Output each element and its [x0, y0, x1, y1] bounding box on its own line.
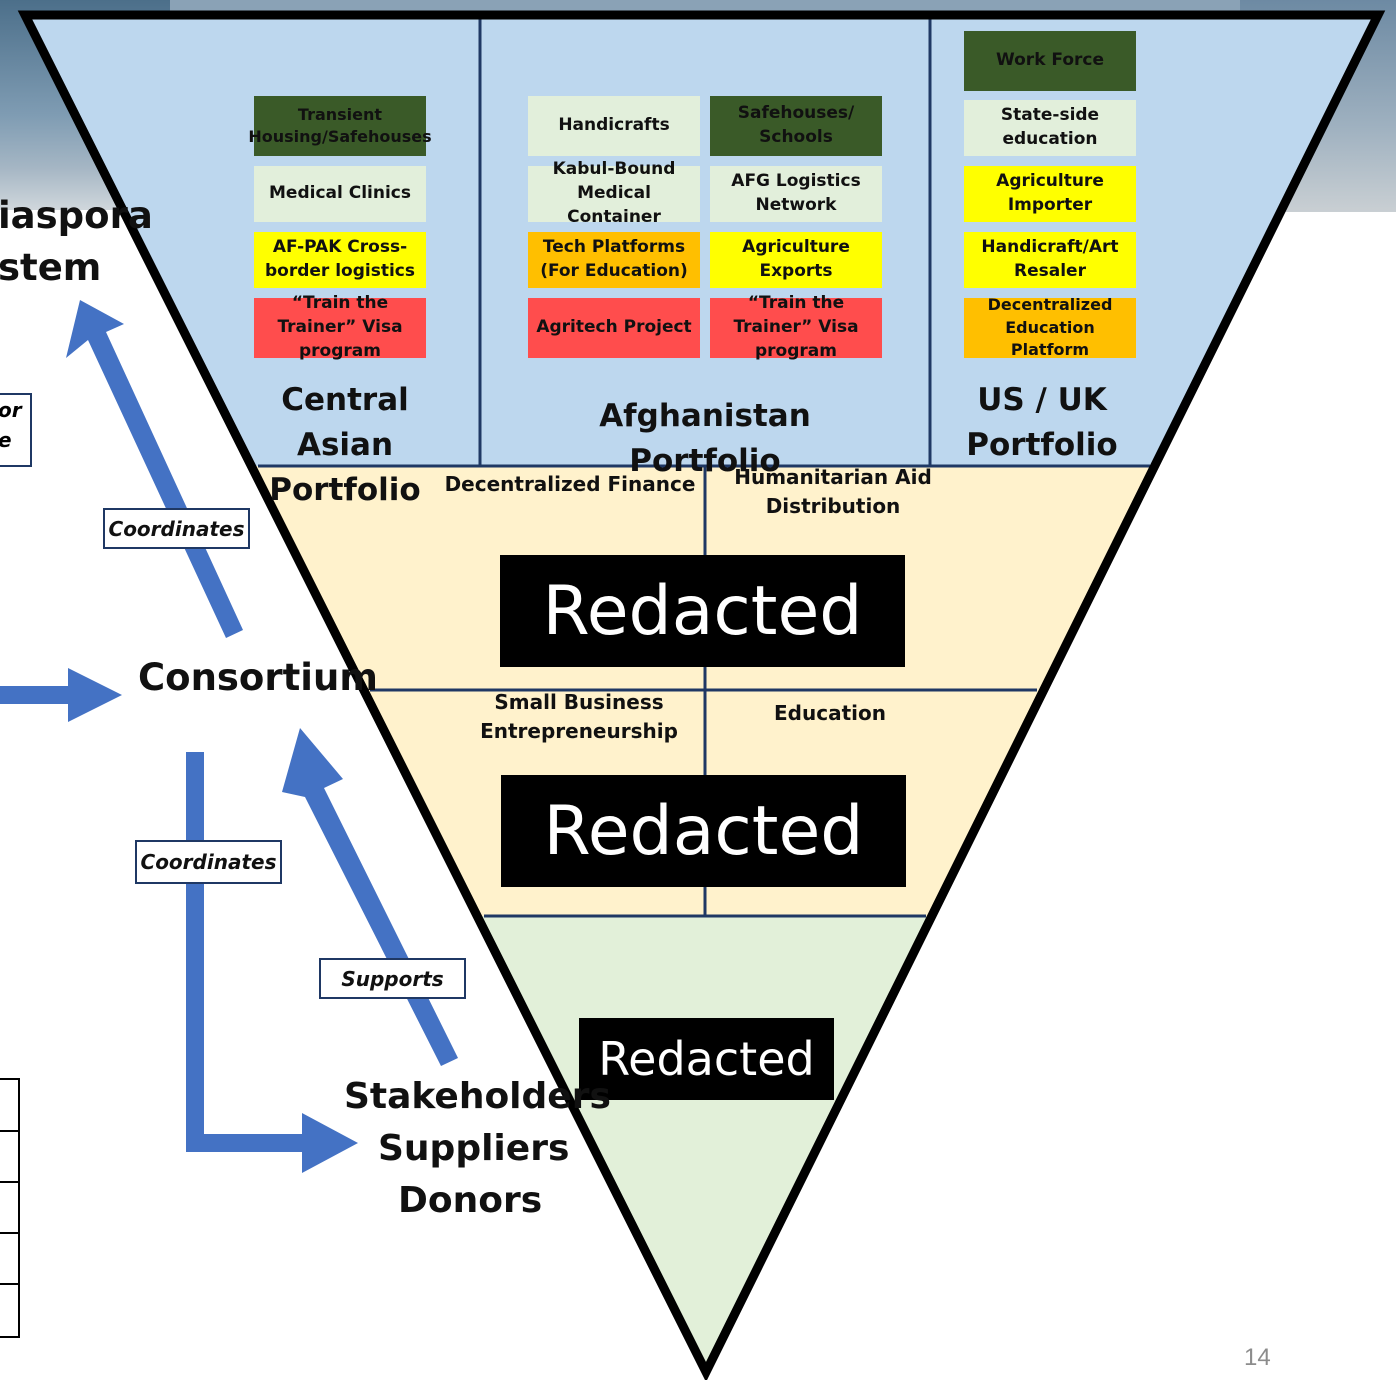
partial-box-text-2: e [0, 425, 30, 455]
supports-tag: Supports [319, 958, 466, 999]
arrow-into-consortium [0, 668, 122, 722]
redacted-block-2: Redacted [501, 775, 906, 887]
partial-table [0, 1078, 20, 1338]
arrow-to-stakeholders [186, 752, 358, 1173]
partial-box-text-1: or [0, 398, 22, 422]
stakeholders-label: Stakeholders [344, 1076, 611, 1117]
afghanistan-portfolio-title: Afghanistan Portfolio [599, 398, 811, 479]
page-number: 14 [1244, 1344, 1271, 1371]
us-uk-portfolio-title: US / UK Portfolio [966, 382, 1118, 463]
arrow-to-diaspora [66, 300, 243, 638]
suppliers-label: Suppliers [378, 1128, 570, 1169]
redacted-block-1: Redacted [500, 555, 905, 667]
small-business-label: Small Business Entrepreneurship [480, 690, 678, 743]
box-train-trainer-ca: “Train the Trainer” Visa program [254, 293, 426, 361]
arrow-supports [282, 728, 458, 1066]
humanitarian-aid-label: Humanitarian Aid Distribution [734, 465, 932, 518]
box-train-trainer-afg: “Train the Trainer” Visa program [710, 293, 882, 361]
box-tech-platforms: Tech Platforms (For Education) [528, 232, 700, 288]
decentralized-finance-label: Decentralized Finance [444, 472, 696, 496]
triangle-outline [17, 10, 1386, 1380]
diaspora-text-partial: iaspora [0, 194, 153, 237]
box-kabul-medical: Kabul-Bound Medical Container [528, 159, 700, 227]
box-agriculture-exports: Agriculture Exports [710, 232, 882, 288]
box-afg-logistics: AFG Logistics Network [710, 166, 882, 222]
box-agriculture-importer: Agriculture Importer [964, 166, 1136, 222]
education-label: Education [774, 701, 886, 725]
ecosystem-text-partial: stem [0, 246, 102, 289]
box-agritech: Agritech Project [528, 298, 700, 358]
box-work-force: Work Force [964, 31, 1136, 91]
box-handicrafts: Handicrafts [528, 96, 700, 156]
donors-label: Donors [398, 1180, 543, 1221]
partial-left-box: or e [0, 393, 32, 467]
box-transient-housing: Transient Housing/Safehouses [248, 96, 432, 156]
coordinates-tag-1: Coordinates [103, 508, 250, 549]
redacted-block-3: Redacted [579, 1018, 834, 1100]
box-stateside-education: State-side education [964, 100, 1136, 156]
box-decentralized-education: Decentralized Education Platform [964, 295, 1136, 359]
box-handicraft-resaler: Handicraft/Art Resaler [964, 232, 1136, 288]
box-safehouses-schools: Safehouses/ Schools [710, 96, 882, 156]
coordinates-tag-2: Coordinates [135, 840, 282, 884]
central-asian-portfolio-title: Central Asian Portfolio [269, 382, 421, 508]
box-medical-clinics: Medical Clinics [254, 166, 426, 222]
box-afpak-logistics: AF-PAK Cross-border logistics [254, 232, 426, 288]
consortium-label: Consortium [138, 656, 378, 699]
top-band [25, 15, 1378, 466]
